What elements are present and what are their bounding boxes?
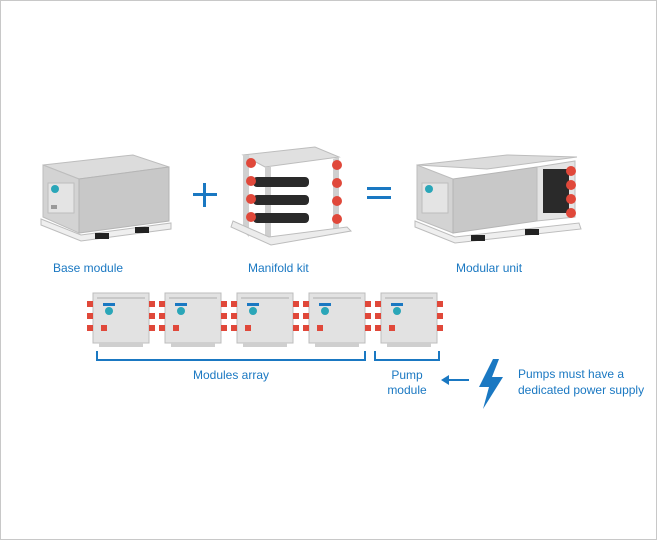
- array-module-2: [158, 292, 228, 348]
- pump-module-unit: [374, 292, 444, 348]
- modular-unit-label: Modular unit: [456, 261, 523, 275]
- modules-array-bracket: [96, 351, 366, 361]
- lightning-bolt-icon: [479, 359, 503, 409]
- pump-module-label-line2: module: [387, 383, 427, 397]
- pump-module-label-line1: Pump: [391, 368, 423, 382]
- manifold-kit-image: [230, 146, 353, 246]
- array-module-1: [86, 292, 156, 348]
- base-module-label: Base module: [53, 261, 124, 275]
- array-module-3: [230, 292, 300, 348]
- base-module-image: [40, 154, 172, 242]
- modules-array-label: Modules array: [192, 368, 270, 382]
- equals-icon: [367, 187, 391, 199]
- manifold-kit-label: Manifold kit: [248, 261, 309, 275]
- array-module-4: [302, 292, 372, 348]
- plus-icon: [193, 183, 217, 207]
- arrow-left-icon: [441, 375, 469, 385]
- power-note-line1: Pumps must have a: [518, 367, 625, 381]
- modular-unit-image: [414, 154, 582, 244]
- modules-array-image: [86, 292, 444, 348]
- pump-module-bracket: [374, 351, 440, 361]
- power-note-line2: dedicated power supply: [518, 383, 645, 397]
